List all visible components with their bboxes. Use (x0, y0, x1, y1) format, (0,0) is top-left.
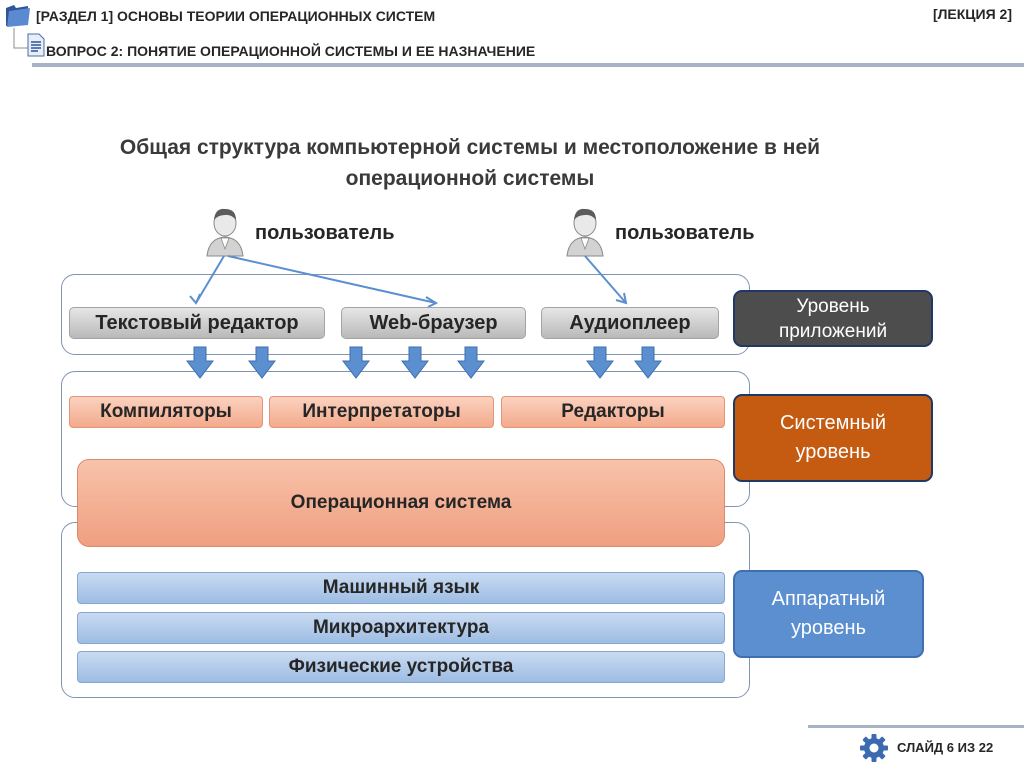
level-hardware-line1: Аппаратный (771, 588, 886, 610)
down-arrow (400, 346, 430, 379)
arrow-user2-audioplayer (584, 255, 627, 304)
level-applications-line1: Уровень (796, 295, 870, 317)
editors-box: Редакторы (501, 396, 725, 428)
document-icon (27, 33, 45, 57)
title-line-2: операционной системы (345, 167, 595, 190)
level-system: Системный уровень (733, 394, 933, 482)
gear-icon (860, 734, 888, 762)
down-arrow (585, 346, 615, 379)
arrow-user1-texteditor (195, 255, 225, 304)
title-line-1: Общая структура компьютерной системы и м… (119, 136, 821, 159)
microarchitecture-box: Микроархитектура (77, 612, 725, 644)
compilers-box: Компиляторы (69, 396, 263, 428)
down-arrow (456, 346, 486, 379)
footer-divider (808, 725, 1024, 728)
user-icon (566, 208, 604, 257)
folder-icon (6, 5, 30, 27)
down-arrow (633, 346, 663, 379)
user-label: пользователь (615, 222, 755, 244)
diagram-title: Общая структура компьютерной системы и м… (60, 132, 880, 194)
level-applications: Уровень приложений (733, 290, 933, 347)
lecture-label: [ЛЕКЦИЯ 2] (932, 6, 1012, 22)
slide-counter: СЛАЙД 6 ИЗ 22 (897, 740, 994, 755)
arrow-user1-browser (227, 255, 437, 304)
level-hardware: Аппаратный уровень (733, 570, 924, 658)
web-browser-box: Web-браузер (341, 307, 526, 339)
level-hardware-line2: уровень (790, 617, 866, 639)
down-arrow (247, 346, 277, 379)
interpreters-box: Интерпретаторы (269, 396, 494, 428)
header-divider (32, 63, 1024, 67)
question-title: ВОПРОС 2: ПОНЯТИЕ ОПЕРАЦИОННОЙ СИСТЕМЫ И… (46, 43, 536, 59)
tree-connector (13, 28, 32, 49)
user-icon (206, 208, 244, 257)
text-editor-box: Текстовый редактор (69, 307, 325, 339)
audio-player-box: Аудиоплеер (541, 307, 719, 339)
level-applications-line2: приложений (778, 320, 888, 342)
level-system-line1: Системный (779, 412, 886, 434)
machine-language-box: Машинный язык (77, 572, 725, 604)
down-arrow (341, 346, 371, 379)
section-title: [РАЗДЕЛ 1] ОСНОВЫ ТЕОРИИ ОПЕРАЦИОННЫХ СИ… (36, 8, 436, 24)
down-arrow (185, 346, 215, 379)
operating-system-box: Операционная система (77, 459, 725, 547)
physical-devices-box: Физические устройства (77, 651, 725, 683)
level-system-line2: уровень (795, 441, 871, 463)
user-label: пользователь (255, 222, 395, 244)
